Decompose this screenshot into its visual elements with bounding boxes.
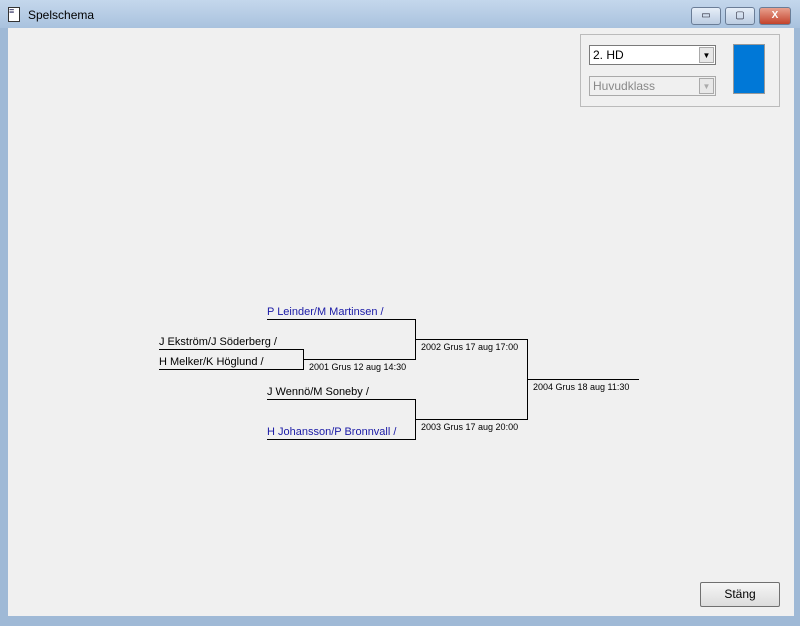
- client-area: 2. HD ▼ Huvudklass ▼ P Leinder/M Martins…: [8, 28, 794, 616]
- match-info[interactable]: 2004 Grus 18 aug 11:30: [533, 382, 630, 392]
- bracket-line: [267, 439, 415, 440]
- team-entry[interactable]: P Leinder/M Martinsen /: [267, 306, 384, 318]
- match-info[interactable]: 2001 Grus 12 aug 14:30: [309, 362, 407, 372]
- document-tree-icon: ≡: [8, 7, 20, 22]
- bracket-line: [267, 319, 415, 320]
- class-select-value: 2. HD: [593, 48, 624, 62]
- minimize-button[interactable]: ▭: [691, 7, 721, 25]
- close-dialog-button[interactable]: Stäng: [700, 582, 780, 607]
- match-info[interactable]: 2002 Grus 17 aug 17:00: [421, 342, 519, 352]
- team-entry[interactable]: H Johansson/P Bronnvall /: [267, 426, 397, 438]
- title-bar: ≡ Spelschema ▭ ▢ X: [0, 0, 800, 28]
- chevron-down-icon: ▼: [699, 78, 714, 94]
- match-info[interactable]: 2003 Grus 17 aug 20:00: [421, 422, 519, 432]
- team-entry[interactable]: J Ekström/J Söderberg /: [159, 336, 277, 348]
- team-entry[interactable]: H Melker/K Höglund /: [159, 356, 264, 368]
- class-select[interactable]: 2. HD ▼: [589, 45, 716, 65]
- bracket-line: [415, 419, 527, 420]
- bracket-line: [159, 369, 303, 370]
- subclass-select-value: Huvudklass: [593, 79, 656, 93]
- class-selector-group: 2. HD ▼ Huvudklass ▼: [580, 34, 780, 107]
- chevron-down-icon[interactable]: ▼: [699, 47, 714, 63]
- subclass-select: Huvudklass ▼: [589, 76, 716, 96]
- maximize-button[interactable]: ▢: [725, 7, 755, 25]
- color-swatch[interactable]: [733, 44, 765, 94]
- bracket-line: [527, 379, 639, 380]
- close-button[interactable]: X: [759, 7, 791, 25]
- window-title: Spelschema: [28, 8, 95, 22]
- bracket-line: [159, 349, 303, 350]
- bracket-line: [267, 399, 415, 400]
- bracket-line: [303, 359, 415, 360]
- bracket-line: [415, 339, 527, 340]
- team-entry[interactable]: J Wennö/M Soneby /: [267, 386, 369, 398]
